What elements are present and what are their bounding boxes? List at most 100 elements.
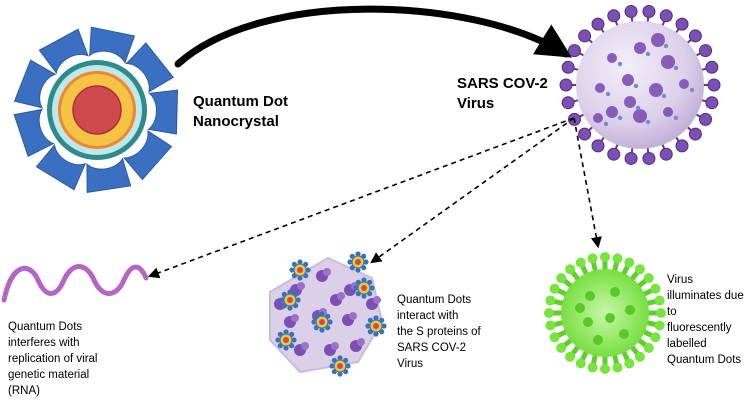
surface-protein [663,107,673,117]
glow-spike-head [549,332,560,343]
fluorescent-virus-body [561,269,649,357]
ligand-shell [13,26,179,193]
rna-caption: Quantum Dots interferes with replication… [8,321,98,397]
spike-head [675,139,689,153]
glow-spike-head [545,320,556,331]
quantum-dot-icon [311,311,333,333]
surface-dot [673,65,679,71]
glow-spike-head [575,257,586,268]
spike-head [561,96,575,110]
dot-ligand [319,327,325,333]
glow-protein [619,329,629,339]
binding-arrow [174,5,572,68]
dot-ligand [369,285,375,291]
dot-ligand [283,345,289,351]
spike-head [607,147,621,161]
dot-ligand [345,363,351,369]
dot-ligand [337,371,343,377]
fluorescent-surface [575,287,635,345]
glow-spike-head [565,351,576,362]
dot-ligand [347,259,353,265]
glow-spike-head [556,273,567,284]
glow-spike-head [634,351,645,362]
surface-dot [603,121,609,127]
surface-protein [649,83,663,97]
dot-core [283,337,289,343]
glow-spike-head [556,342,567,353]
glow-protein [610,287,620,297]
virus-body [576,21,704,149]
glow-spike-head [624,257,635,268]
quantum-dot-icon [289,259,311,281]
surface-dot [689,87,695,93]
dot-ligand [327,319,333,325]
surface-protein [633,109,647,123]
glow-spike-head [654,320,665,331]
glow-spike-head [587,253,598,264]
dot-ligand [381,323,387,329]
dot-core [287,297,293,303]
glow-spike-head [656,308,666,318]
spike-head [699,112,713,126]
spike-head [578,29,592,43]
spike-head [561,60,575,74]
dot-ligand [291,337,297,343]
spike-head [607,9,621,23]
spike-head [705,60,719,74]
glow-spike-head [650,283,661,294]
dot-ligand [373,331,379,337]
dot-ligand [287,305,293,311]
glow-spike-head [600,252,610,262]
dashed-arrow-rna [147,117,575,279]
dot-ligand [353,285,359,291]
dot-ligand [305,267,311,273]
rna-strand-icon [1,264,149,303]
ligand-shape [122,129,173,181]
ligand [13,108,55,158]
surface-protein [624,96,636,108]
dot-ligand [373,315,379,321]
glow-spike-head [643,342,654,353]
ligand [86,157,132,193]
glow-spike-head [643,273,654,284]
spike-head [707,78,721,92]
dot-ligand [297,259,303,265]
dot-ligand [319,311,325,317]
glow-spike-head [654,295,665,306]
core [72,85,122,135]
spike-head [688,127,702,141]
surface-protein [606,106,618,118]
bound-quantum-dots [275,251,387,377]
surface-dot [645,51,651,57]
ligand [147,89,179,135]
spike-head [659,9,673,23]
surface-protein [595,83,605,93]
dot-core [373,323,379,329]
ligand-shape [38,28,89,75]
virus-spikes [559,5,721,165]
glow-protein [593,335,603,345]
spike-head [578,127,592,141]
ligand [125,42,175,93]
spike-head [642,5,656,19]
glow-protein [575,303,585,313]
quantum-dot-nanocrystal-icon [13,26,179,193]
quantum-dot-icon [347,251,369,273]
surface-protein [651,33,665,47]
glow-spike-head [612,362,623,373]
virus-surface-proteins [593,33,695,127]
quantum-dot-title: Quantum Dot Nanocrystal [193,93,288,130]
dot-ligand [297,275,303,281]
surface-dot [661,93,667,99]
dot-core [355,259,361,265]
surface-dot [617,61,623,67]
dot-core [297,267,303,273]
surface-protein [679,79,689,89]
spike-head [642,151,656,165]
glow-protein [625,305,635,315]
s-protein-lobe [331,342,339,350]
surface-protein [661,55,675,69]
glow-spike-head [624,358,635,369]
surface-protein [607,53,617,63]
spike-head [624,5,638,19]
